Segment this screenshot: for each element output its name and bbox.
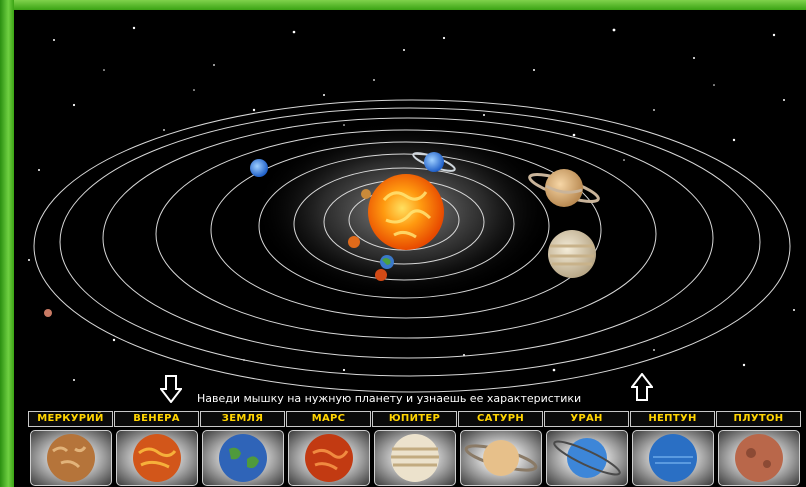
planet-button-saturn[interactable]: САТУРН: [458, 411, 543, 486]
planet-label: ПЛУТОН: [716, 411, 801, 427]
earth-planet[interactable]: [380, 255, 394, 269]
planet-button-uranus[interactable]: УРАН: [544, 411, 629, 486]
frame-border-top: [0, 0, 806, 10]
venus-planet[interactable]: [348, 236, 360, 248]
saturn-icon[interactable]: [459, 430, 542, 486]
mercury-planet[interactable]: [361, 189, 371, 199]
planet-label: УРАН: [544, 411, 629, 427]
uranus-planet[interactable]: [412, 150, 457, 174]
frame-border-left: [0, 0, 14, 487]
planet-button-jupiter[interactable]: ЮПИТЕР: [372, 411, 457, 486]
orbits: [33, 99, 791, 393]
neptune-icon[interactable]: [631, 430, 714, 486]
planet-label: ЗЕМЛЯ: [200, 411, 285, 427]
planet-label: ВЕНЕРА: [114, 411, 199, 427]
star-field: [28, 26, 795, 381]
planet-button-earth[interactable]: ЗЕМЛЯ: [200, 411, 285, 486]
jupiter-icon[interactable]: [373, 430, 456, 486]
planet-label: МЕРКУРИЙ: [28, 411, 113, 427]
jupiter-planet[interactable]: [548, 230, 596, 278]
planet-button-mercury[interactable]: МЕРКУРИЙ: [28, 411, 113, 486]
planet-button-neptune[interactable]: НЕПТУН: [630, 411, 715, 486]
mercury-icon[interactable]: [29, 430, 112, 486]
instruction-text: Наведи мышку на нужную планету и узнаешь…: [197, 392, 582, 405]
neptune-planet[interactable]: [250, 159, 268, 177]
solar-system-view: [14, 10, 806, 487]
planet-button-venus[interactable]: ВЕНЕРА: [114, 411, 199, 486]
saturn-planet[interactable]: [527, 169, 600, 207]
arrow-up-icon: [631, 373, 653, 401]
sun[interactable]: [368, 174, 444, 250]
arrow-down-icon: [160, 375, 182, 403]
planet-label: ЮПИТЕР: [372, 411, 457, 427]
planet-button-pluto[interactable]: ПЛУТОН: [716, 411, 801, 486]
planet-label: НЕПТУН: [630, 411, 715, 427]
pluto-icon[interactable]: [717, 430, 800, 486]
planet-label: МАРС: [286, 411, 371, 427]
uranus-icon[interactable]: [545, 430, 628, 486]
pluto-planet[interactable]: [44, 309, 52, 317]
solar-system-scene: [28, 26, 795, 393]
mars-icon[interactable]: [287, 430, 370, 486]
planet-label: САТУРН: [458, 411, 543, 427]
mars-planet[interactable]: [375, 269, 387, 281]
earth-icon[interactable]: [201, 430, 284, 486]
planet-button-mars[interactable]: МАРС: [286, 411, 371, 486]
planet-selector: МЕРКУРИЙ ВЕНЕРА ЗЕМЛЯ МАРС ЮПИТЕР: [28, 411, 801, 486]
venus-icon[interactable]: [115, 430, 198, 486]
